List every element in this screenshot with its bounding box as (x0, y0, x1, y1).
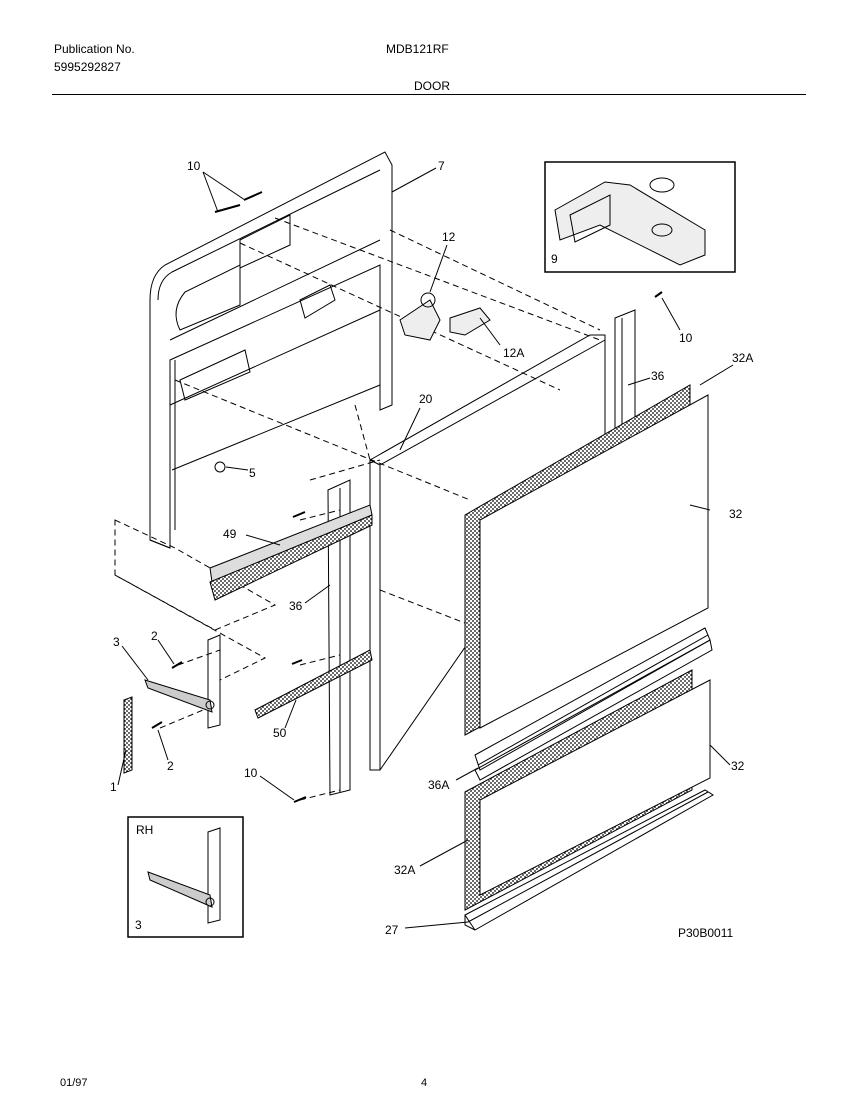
callout-10-bottom: 10 (244, 766, 258, 780)
callout-2-top: 2 (151, 629, 158, 643)
publication-number: 5995292827 (54, 60, 121, 74)
callout-27: 27 (385, 923, 399, 937)
front-panel-lower (479, 679, 711, 896)
latch-assembly (399, 292, 491, 341)
callout-32-lower: 32 (731, 759, 745, 773)
callout-10-right: 10 (679, 331, 693, 345)
header-rule (52, 94, 806, 95)
screws (151, 191, 663, 803)
publication-label: Publication No. (54, 42, 135, 56)
footer-date: 01/97 (60, 1077, 88, 1089)
model-number: MDB121RF (386, 42, 449, 56)
callout-12: 12 (442, 230, 456, 244)
callout-10-top: 10 (187, 159, 201, 173)
callout-50: 50 (273, 726, 287, 740)
callout-36-right: 36 (651, 369, 665, 383)
alignment-lines (114, 217, 601, 801)
section-title: DOOR (414, 79, 450, 93)
inner-door-frame (149, 151, 393, 549)
figure-code: P30B0011 (678, 926, 734, 940)
callout-36-left: 36 (289, 599, 303, 613)
callout-7: 7 (438, 159, 445, 173)
callout-32-upper: 32 (729, 507, 743, 521)
callout-3: 3 (113, 635, 120, 649)
hinge-spring (123, 696, 133, 774)
callout-3-rh: 3 (135, 918, 142, 932)
page-number: 4 (421, 1077, 428, 1089)
callout-12a: 12A (503, 346, 524, 360)
rh-hinge-inset (127, 816, 244, 938)
callout-32a-bottom: 32A (394, 863, 415, 877)
callout-5: 5 (249, 466, 256, 480)
callout-49: 49 (223, 527, 237, 541)
callout-rh: RH (136, 823, 153, 837)
callout-9: 9 (551, 252, 558, 266)
callout-32a-top: 32A (732, 351, 753, 365)
callout-1: 1 (110, 780, 117, 794)
leader-lines (117, 167, 734, 929)
callout-36a: 36A (428, 778, 449, 792)
bottom-trim-27 (464, 789, 714, 931)
seal-strip-50 (254, 649, 373, 719)
callout-2-bottom: 2 (167, 759, 174, 773)
seal-strip-49 (209, 504, 373, 601)
hinge-left (144, 634, 221, 729)
dispenser-inset (544, 161, 736, 273)
front-panel-upper (479, 394, 709, 729)
callout-20: 20 (419, 392, 433, 406)
callout-labels: 10 7 12 12A 9 10 32A 36 20 5 32 49 36 3 … (110, 159, 753, 937)
trim-36a (474, 627, 713, 781)
